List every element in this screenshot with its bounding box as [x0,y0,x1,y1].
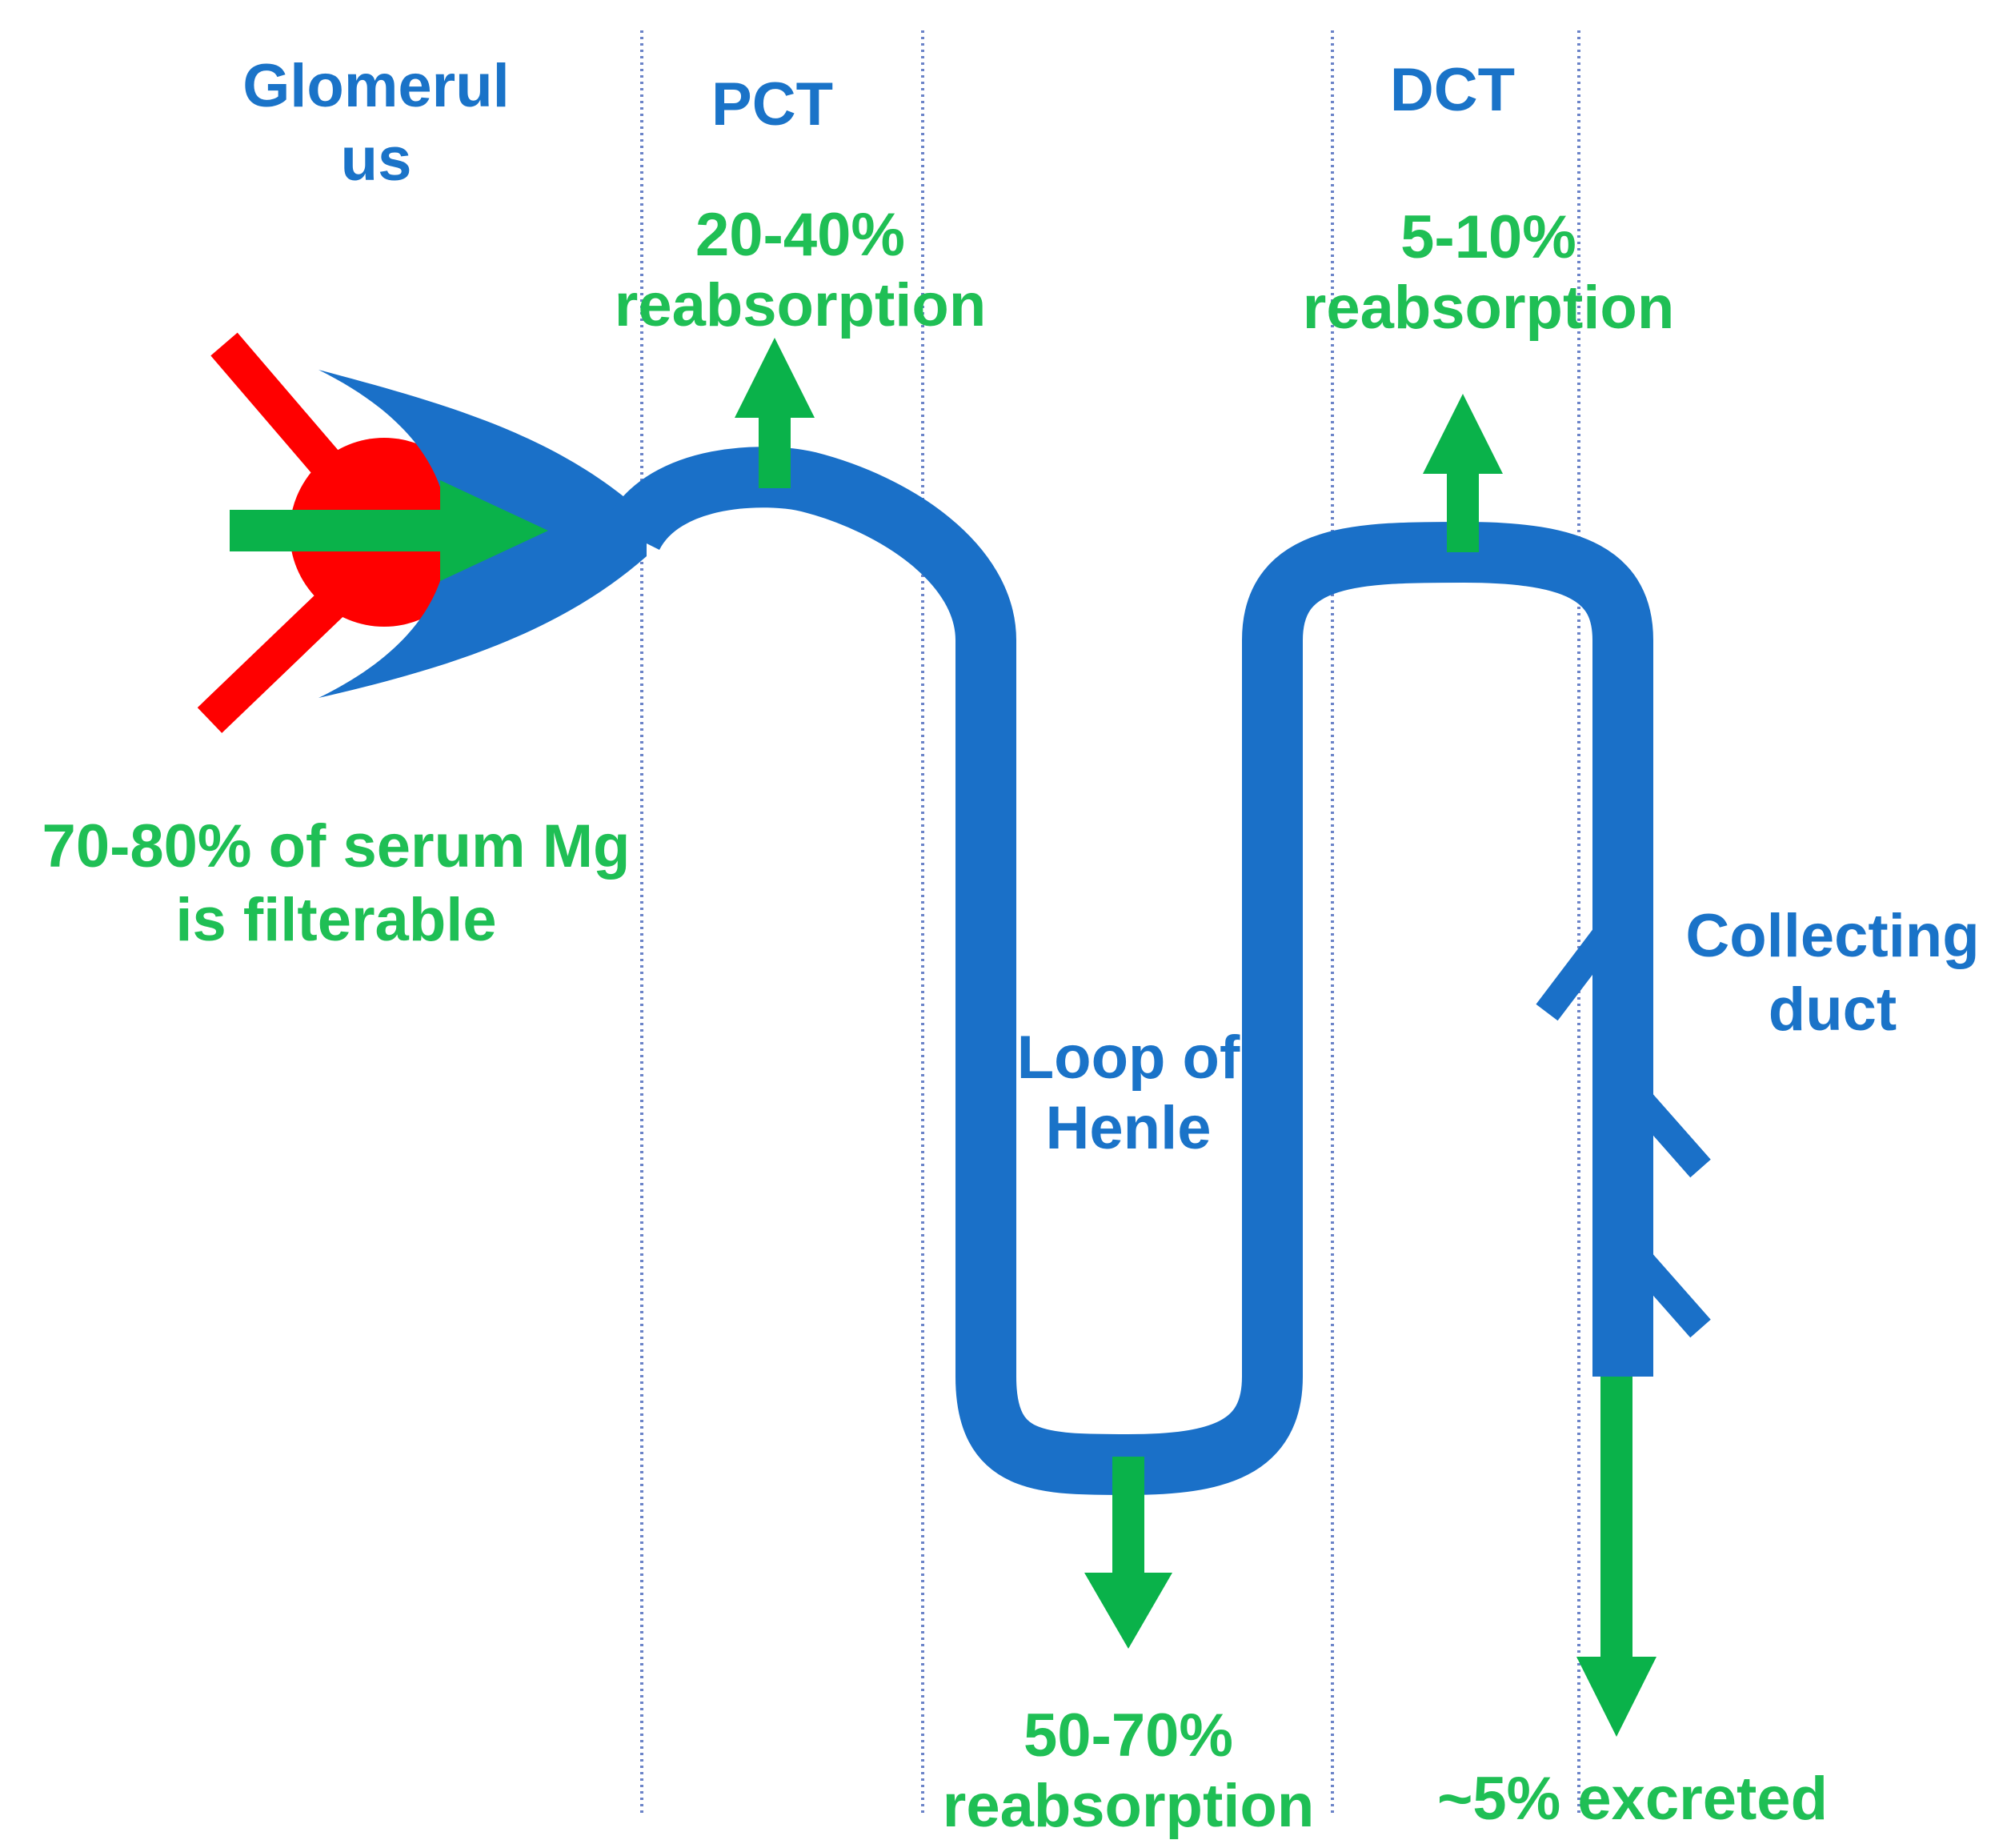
loop-of-henle-label: Loop of Henle [1016,1024,1240,1162]
excreted-label: ~5% excreted [1437,1765,1828,1833]
dct-reabsorption-arrow [1423,394,1503,552]
duct-branch-left [1536,928,1616,1021]
flow-arrows [230,338,1656,1737]
loop-reabsorption-label: 50-70% reabsorption [942,1702,1315,1840]
dct-reabsorption-label: 5-10% reabsorption [1302,203,1675,342]
duct-branch-right-lower [1630,1251,1711,1338]
filtration-arrow [230,480,548,581]
duct-branch-right-upper [1630,1091,1711,1178]
loop-reabsorption-arrow [1084,1457,1172,1649]
pct-reabsorption-arrow [735,338,815,488]
pct-reabsorption-label: 20-40% reabsorption [614,201,987,339]
loop-of-henle-bottom [955,1375,1303,1496]
dct-label: DCT [1389,56,1516,124]
glomerulus-label: Glomerul us [242,52,510,194]
pct-label: PCT [711,70,833,138]
collecting-duct-label: Collecting duct [1685,902,1980,1044]
collecting-duct-branches [1536,928,1711,1338]
excretion-arrow [1576,1377,1656,1737]
tubule [605,447,1653,1496]
filterable-label: 70-80% of serum Mg is filterable [42,812,631,954]
proximal-tubule [605,447,1016,1377]
